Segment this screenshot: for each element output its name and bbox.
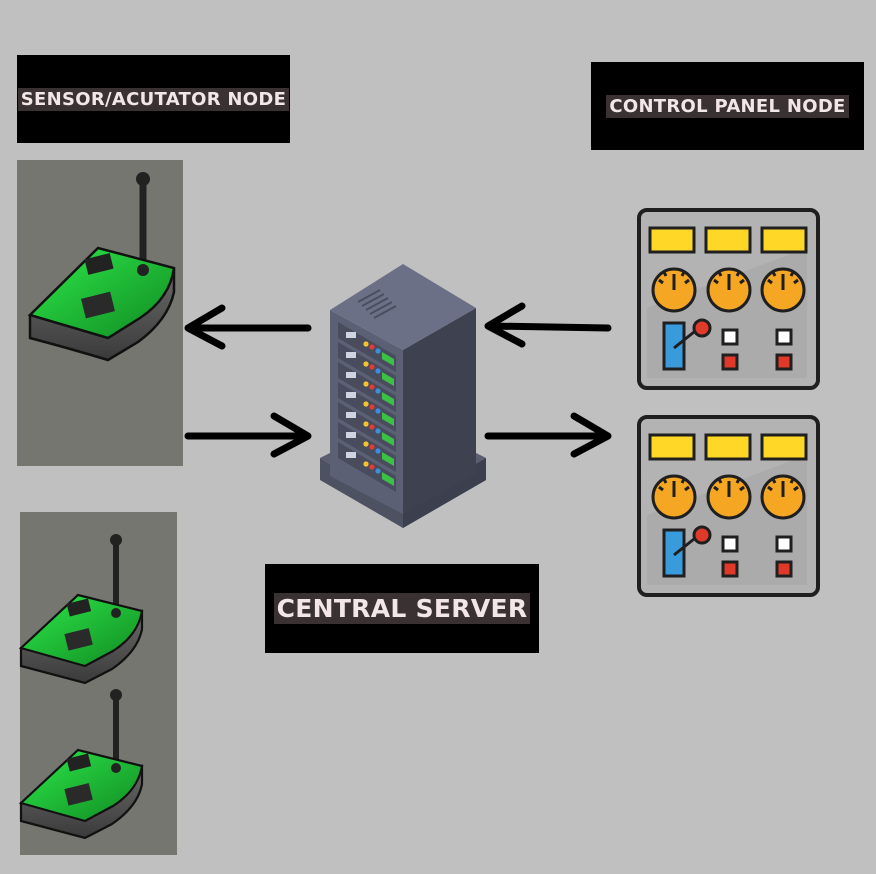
central-server-label: CENTRAL SERVER [273, 593, 531, 624]
server-rack-icon [320, 264, 486, 528]
arrow-sensor-to-server [184, 412, 312, 458]
sensor-node-label: SENSOR/ACUTATOR NODE [17, 87, 290, 111]
sensor-node-label-box: SENSOR/ACUTATOR NODE [17, 55, 290, 143]
arrow-control-to-server [484, 302, 612, 348]
control-panel-node-label: CONTROL PANEL NODE [606, 94, 849, 118]
arrow-server-to-sensor [184, 304, 312, 350]
arrow-server-to-control [484, 412, 612, 458]
control-panel-node-label-box: CONTROL PANEL NODE [591, 62, 864, 150]
sensor-node-icon [18, 689, 144, 840]
central-server-label-box: CENTRAL SERVER [265, 564, 539, 653]
sensor-node-icon [27, 172, 176, 362]
control-panel-icon [637, 415, 820, 597]
control-panel-icon [637, 208, 820, 390]
sensor-node-icon [18, 534, 144, 685]
